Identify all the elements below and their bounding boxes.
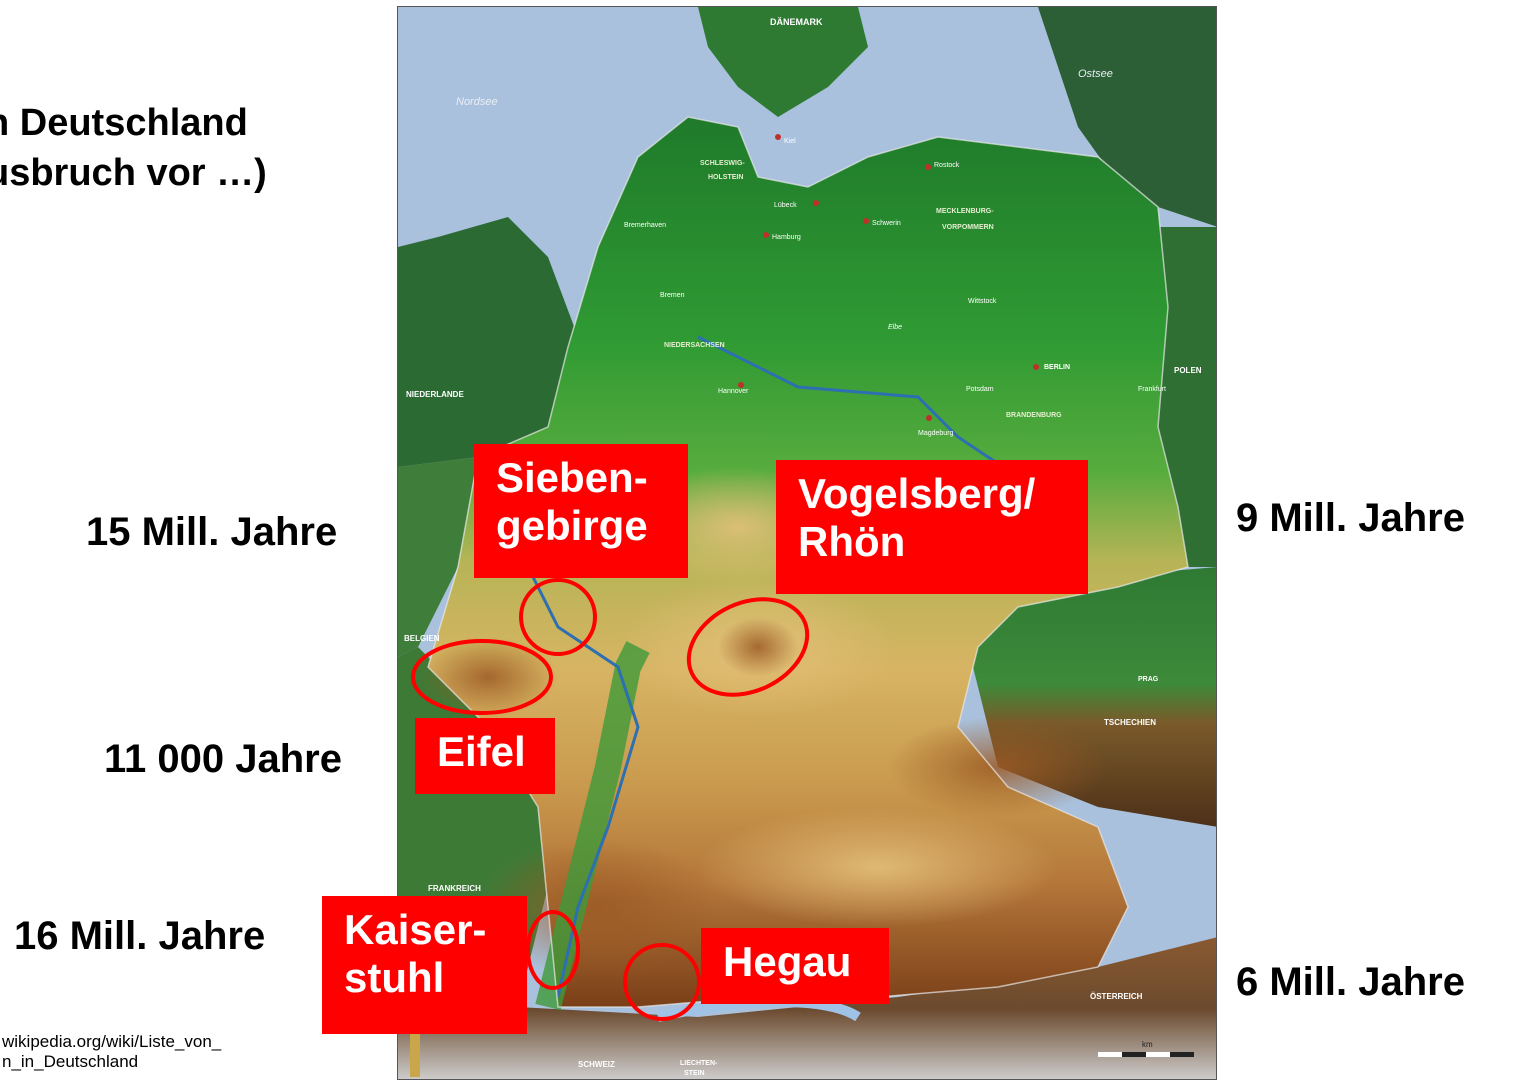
relief-eifel <box>418 637 558 717</box>
elbe-river <box>697 335 1019 479</box>
map-label-schwerin: Schwerin <box>872 220 901 227</box>
netherlands-land <box>398 217 578 467</box>
map-label-elbe: Elbe <box>888 324 902 331</box>
map-label-niederlande: NIEDERLANDE <box>406 390 464 399</box>
relief-bayern <box>698 807 1058 927</box>
map-label-daenemark: DÄNEMARK <box>770 17 823 27</box>
map-label-belgien: BELGIEN <box>404 634 440 643</box>
map-label-nordsee: Nordsee <box>456 96 498 108</box>
label-vogelsberg: Vogelsberg/ Rhön <box>776 460 1088 594</box>
label-kaiserstuhl-line-1: Kaiser- <box>344 906 487 953</box>
label-kaiserstuhl-line-2: stuhl <box>344 954 445 1001</box>
denmark-land <box>698 7 868 117</box>
label-siebengebirge-line-2: gebirge <box>496 502 648 549</box>
city-hannover <box>738 382 744 388</box>
age-kaiserstuhl: 16 Mill. Jahre <box>14 914 266 958</box>
label-vogelsberg-line-2: Rhön <box>798 518 906 565</box>
label-siebengebirge-line-1: Sieben- <box>496 454 648 501</box>
map-label-magdeburg: Magdeburg <box>918 430 954 437</box>
label-siebengebirge: Sieben- gebirge <box>474 444 688 578</box>
rhine-valley <box>535 641 650 1011</box>
map-label-prag: PRAG <box>1138 676 1159 683</box>
label-eifel: Eifel <box>415 718 555 794</box>
slide-title-line-1: n Deutschland <box>0 102 248 144</box>
circle-hegau <box>623 943 701 1021</box>
circle-eifel <box>411 639 553 715</box>
map-label-bremen: Bremen <box>660 292 685 299</box>
map-label-bremerhaven: Bremerhaven <box>624 222 666 229</box>
map-label-luebeck: Lübeck <box>774 202 797 209</box>
map-label-kiel: Kiel <box>784 138 796 145</box>
map-label-polen: POLEN <box>1174 366 1202 375</box>
circle-kaiserstuhl <box>526 910 580 990</box>
label-hegau: Hegau <box>701 928 889 1004</box>
age-siebengebirge: 15 Mill. Jahre <box>86 510 338 554</box>
age-eifel: 11 000 Jahre <box>104 737 342 781</box>
map-label-mecklenburg: MECKLENBURG- <box>936 208 994 215</box>
label-vogelsberg-line-1: Vogelsberg/ <box>798 470 1036 517</box>
alps-land <box>398 937 1216 1079</box>
map-label-liechtenstein-2: STEIN <box>684 1070 705 1077</box>
map-label-ostsee: Ostsee <box>1078 68 1113 80</box>
map-label-hannover: Hannover <box>718 388 749 395</box>
map-label-niedersachsen: NIEDERSACHSEN <box>664 342 725 349</box>
scale-bar-segment <box>1170 1052 1194 1057</box>
city-berlin <box>1033 364 1039 370</box>
age-vogelsberg: 9 Mill. Jahre <box>1236 496 1465 540</box>
label-eifel-line-1: Eifel <box>437 728 526 775</box>
map-label-wittstock: Wittstock <box>968 298 997 305</box>
city-luebeck <box>813 200 819 206</box>
germany-border <box>427 116 1189 1008</box>
city-schwerin <box>863 218 869 224</box>
legend-strip <box>410 1007 420 1077</box>
circle-siebengebirge <box>519 578 597 656</box>
map-label-frankreich: FRANKREICH <box>428 884 481 893</box>
map-label-potsdam: Potsdam <box>966 386 994 393</box>
relief-vogelsberg <box>718 617 798 677</box>
label-kaiserstuhl: Kaiser- stuhl <box>322 896 527 1034</box>
age-hegau: 6 Mill. Jahre <box>1236 960 1465 1004</box>
city-rostock <box>925 164 931 170</box>
slide-title: n Deutschland usbruch vor …) <box>0 98 267 198</box>
city-kiel <box>775 134 781 140</box>
map-label-liechtenstein: LIECHTEN- <box>680 1060 718 1067</box>
map-label-holstein: HOLSTEIN <box>708 174 743 181</box>
map-label-frankfurt: Frankfurt <box>1138 386 1166 393</box>
source-caption: wikipedia.org/wiki/Liste_von_ n_in_Deuts… <box>2 1032 221 1072</box>
source-line-2: n_in_Deutschland <box>2 1052 139 1071</box>
source-line-1: wikipedia.org/wiki/Liste_von_ <box>2 1032 222 1051</box>
map-label-tschechien: TSCHECHIEN <box>1104 718 1156 727</box>
rhine-river <box>526 566 640 998</box>
map-label-berlin: BERLIN <box>1044 364 1070 371</box>
map-label-oesterreich: ÖSTERREICH <box>1090 992 1143 1001</box>
map-label-hamburg: Hamburg <box>772 234 801 241</box>
map-label-vorpommern: VORPOMMERN <box>942 224 994 231</box>
belgium-land <box>398 457 478 657</box>
circle-vogelsberg <box>686 597 810 697</box>
map-label-schweiz: SCHWEIZ <box>578 1060 615 1069</box>
relief-schwarzwald <box>478 837 718 977</box>
map-label-brandenburg: BRANDENBURG <box>1006 412 1062 419</box>
city-hamburg <box>763 232 769 238</box>
poland-north-land <box>1038 7 1216 227</box>
city-magdeburg <box>926 415 932 421</box>
map-label-km: km <box>1142 1040 1153 1049</box>
relief-bayerwald <box>888 717 1108 817</box>
label-hegau-line-1: Hegau <box>723 938 852 985</box>
slide-title-line-2: usbruch vor …) <box>0 152 267 194</box>
scale-bar-segment <box>1122 1052 1146 1057</box>
map-label-rostock: Rostock <box>934 162 960 169</box>
map-label-schleswig: SCHLESWIG- <box>700 160 745 167</box>
